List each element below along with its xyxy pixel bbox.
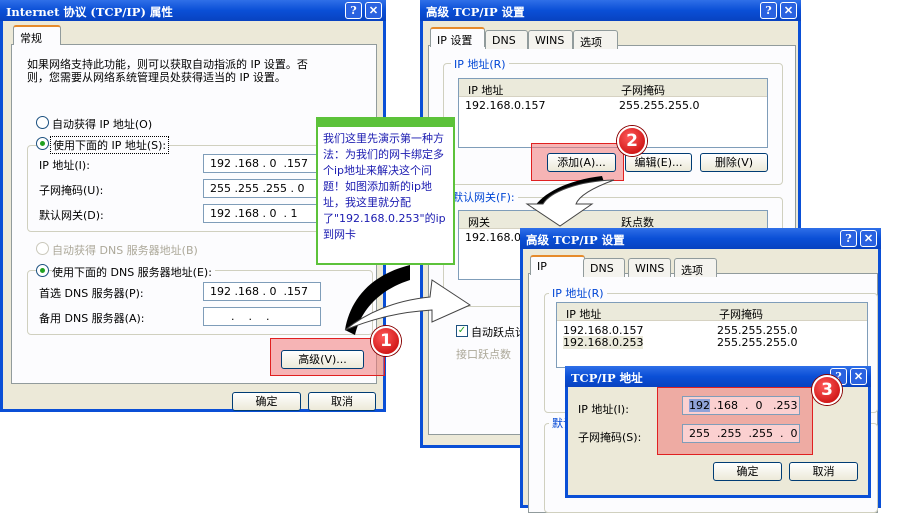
close-button[interactable]: ✕ — [780, 2, 797, 19]
arrows-overlay — [344, 176, 615, 335]
mask-label: 子网掩码(U): — [39, 184, 104, 197]
tab-dns[interactable]: DNS — [485, 30, 528, 49]
tab-options[interactable]: 选项 — [573, 30, 618, 49]
preferred-dns-input[interactable]: 192 .168 . 0 .157 — [203, 282, 321, 301]
column-mask[interactable]: 子网掩码 — [621, 84, 665, 97]
list-item-ip[interactable]: 192.168.0.253 — [563, 336, 644, 349]
alternate-dns-input[interactable]: . . . — [203, 307, 321, 326]
list-item-mask[interactable]: 255.255.255.0 — [717, 324, 798, 337]
cancel-button[interactable]: 取消 — [789, 462, 858, 481]
title-bar: 高级 TCP/IP 设置 ? ✕ — [420, 0, 801, 21]
help-button[interactable]: ? — [840, 230, 857, 247]
ip-address-list[interactable]: IP 地址 子网掩码 192.168.0.157 255.255.255.0 — [458, 78, 768, 148]
white-arrow-2-icon — [525, 179, 615, 227]
close-button[interactable]: ✕ — [365, 2, 382, 19]
auto-dns-radio[interactable] — [36, 242, 49, 255]
column-gateway[interactable]: 网关 — [468, 216, 490, 229]
subnet-mask-input[interactable]: 255 .255 .255 . 0 — [203, 179, 321, 198]
description-text: 如果网络支持此功能，则可以获取自动指派的 IP 设置。否则，您需要从网络系统管理… — [27, 58, 308, 84]
window-title: TCP/IP 地址 — [571, 371, 643, 385]
ip-address-input[interactable]: 192 .168 . 0 .157 — [203, 154, 321, 173]
step-badge-2: 2 — [617, 126, 647, 156]
advanced-button[interactable]: 高级(V)... — [281, 350, 364, 369]
column-metric[interactable]: 跃点数 — [621, 216, 654, 229]
selected-text: 192 — [689, 399, 710, 412]
ok-button[interactable]: 确定 — [232, 392, 301, 411]
auto-metric-label: 自动跃点计 — [471, 326, 526, 339]
ip-rest: .168 . 0 .253 — [710, 399, 798, 412]
auto-metric-checkbox[interactable]: ✓ — [456, 325, 468, 337]
step-badge-3: 3 — [812, 375, 842, 405]
ip-address-input[interactable]: 192 .168 . 0 .253 — [682, 396, 800, 415]
ip-group-label: IP 地址(R) — [549, 285, 607, 301]
explanation-callout: 我们这里先演示第一种方法：为我们的网卡绑定多个ip地址来解决这个问题！如图添加新… — [316, 117, 455, 265]
ip-label: IP 地址(I): — [578, 403, 629, 416]
step-badge-1: 1 — [371, 326, 401, 356]
interface-metric-label: 接口跃点数 — [456, 348, 511, 361]
title-bar: 高级 TCP/IP 设置 ? ✕ — [520, 228, 881, 249]
gateway-label: 默认网关(D): — [39, 209, 104, 222]
auto-ip-label: 自动获得 IP 地址(O) — [52, 118, 153, 131]
manual-dns-label: 使用下面的 DNS 服务器地址(E): — [52, 264, 215, 280]
subnet-mask-input[interactable]: 255 .255 .255 . 0 — [682, 424, 800, 443]
mask-label: 子网掩码(S): — [578, 431, 642, 444]
white-arrow-1-icon — [344, 279, 472, 331]
tab-wins[interactable]: WINS — [528, 30, 573, 49]
close-button[interactable]: ✕ — [860, 230, 877, 247]
title-bar: Internet 协议 (TCP/IP) 属性 ? ✕ — [0, 0, 386, 21]
help-button[interactable]: ? — [345, 2, 362, 19]
window-title: Internet 协议 (TCP/IP) 属性 — [6, 5, 173, 19]
ip-group-label: IP 地址(R) — [451, 56, 509, 72]
title-bar: TCP/IP 地址 ? ✕ — [565, 366, 871, 387]
tab-options[interactable]: 选项 — [674, 258, 717, 277]
auto-ip-radio[interactable] — [36, 116, 49, 129]
alternate-dns-label: 备用 DNS 服务器(A): — [39, 312, 145, 325]
add-button[interactable]: 添加(A)... — [547, 153, 616, 172]
column-mask[interactable]: 子网掩码 — [719, 308, 763, 321]
ok-button[interactable]: 确定 — [713, 462, 782, 481]
tab-ip-settings[interactable]: IP 设置 — [430, 27, 485, 47]
list-item-mask[interactable]: 255.255.255.0 — [717, 336, 798, 349]
list-item-gateway[interactable]: 192.168.0. — [465, 231, 525, 244]
list-item-ip[interactable]: 192.168.0.157 — [465, 99, 546, 112]
manual-ip-radio[interactable] — [36, 137, 49, 150]
window-title: 高级 TCP/IP 设置 — [526, 233, 625, 247]
ip-label: IP 地址(I): — [39, 159, 90, 172]
curved-arrow-1-icon — [345, 265, 410, 335]
gateway-group-label: 默认网关(F): — [449, 189, 518, 205]
delete-button[interactable]: 删除(V) — [700, 153, 768, 172]
cancel-button[interactable]: 取消 — [308, 392, 376, 411]
window-title: 高级 TCP/IP 设置 — [426, 5, 525, 19]
column-ip[interactable]: IP 地址 — [468, 84, 504, 97]
list-item-ip[interactable]: 192.168.0.157 — [563, 324, 644, 337]
list-item-mask[interactable]: 255.255.255.0 — [619, 99, 700, 112]
tab-dns[interactable]: DNS — [583, 258, 625, 277]
manual-ip-label: 使用下面的 IP 地址(S): — [50, 136, 170, 154]
tab-wins[interactable]: WINS — [628, 258, 671, 277]
gateway-input[interactable]: 192 .168 . 0 . 1 — [203, 204, 321, 223]
preferred-dns-label: 首选 DNS 服务器(P): — [39, 287, 144, 300]
edit-button[interactable]: 编辑(E)... — [625, 153, 692, 172]
manual-dns-radio[interactable] — [36, 264, 49, 277]
ip-address-list[interactable]: IP 地址 子网掩码 192.168.0.157 255.255.255.0 1… — [556, 302, 868, 368]
help-button[interactable]: ? — [760, 2, 777, 19]
column-ip[interactable]: IP 地址 — [566, 308, 602, 321]
tab-general[interactable]: 常规 — [13, 25, 61, 45]
close-button[interactable]: ✕ — [850, 368, 867, 385]
auto-dns-label: 自动获得 DNS 服务器地址(B) — [52, 244, 198, 257]
